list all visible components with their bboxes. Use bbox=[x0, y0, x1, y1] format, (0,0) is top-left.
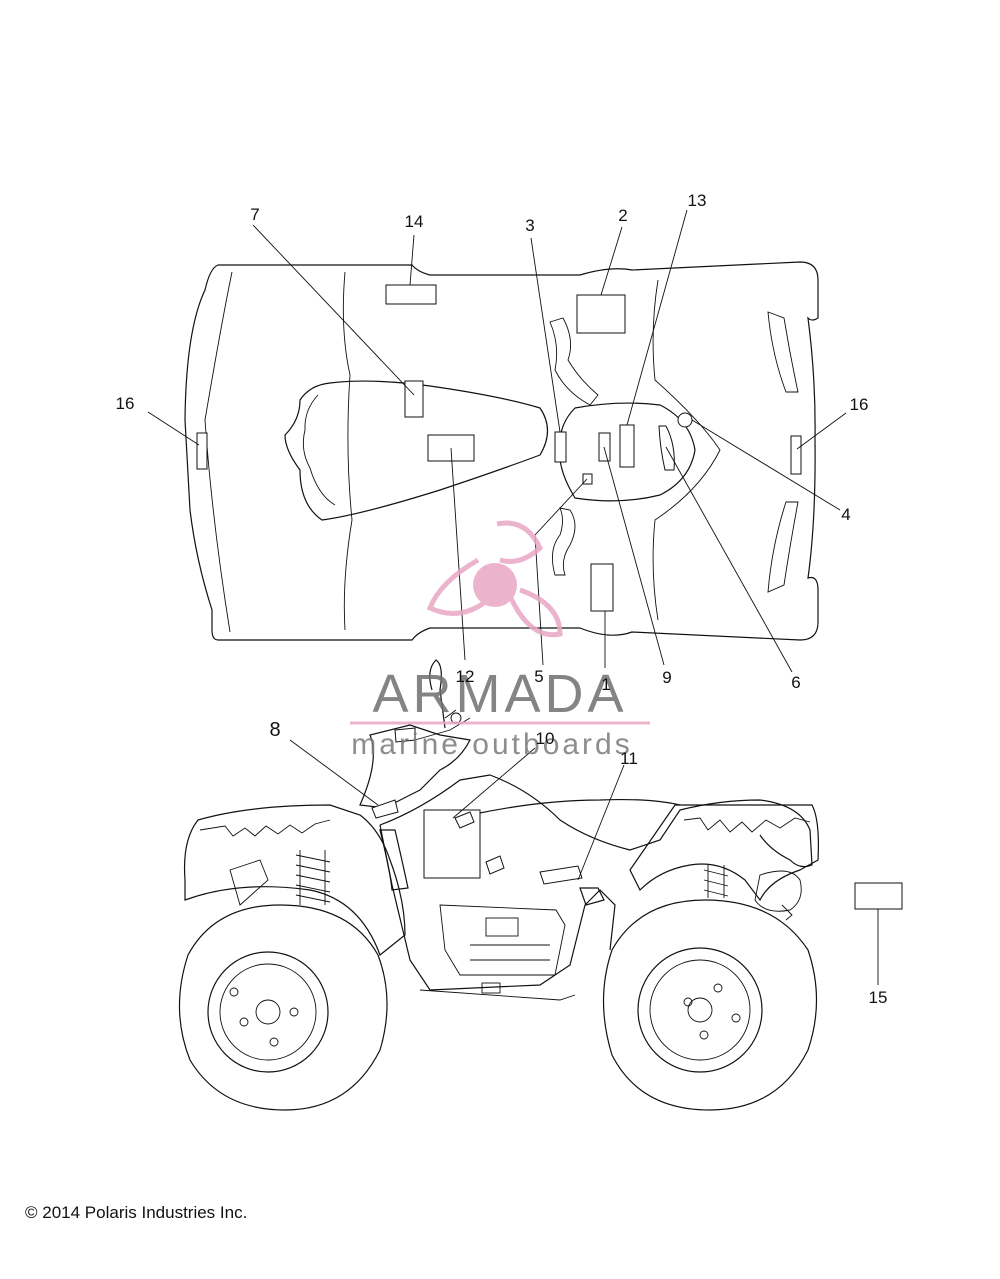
leader-lines bbox=[147, 209, 879, 985]
decal-15 bbox=[854, 882, 903, 910]
watermark: ARMADA marine outboards bbox=[350, 520, 650, 761]
callout-15: 15 bbox=[869, 988, 888, 1007]
callout-2: 2 bbox=[618, 206, 627, 225]
callout-16-left: 16 bbox=[116, 394, 135, 413]
callout-3: 3 bbox=[525, 216, 534, 235]
callout-6: 6 bbox=[791, 673, 800, 692]
callouts: 1 2 3 4 5 6 7 8 9 10 11 12 13 14 15 16 1… bbox=[116, 191, 888, 1007]
callout-5: 5 bbox=[534, 667, 543, 686]
callout-7: 7 bbox=[250, 205, 259, 224]
callout-9: 9 bbox=[662, 668, 671, 687]
propeller-logo-icon bbox=[426, 520, 563, 638]
callout-12: 12 bbox=[456, 667, 475, 686]
callout-4: 4 bbox=[841, 505, 850, 524]
watermark-brand: ARMADA bbox=[372, 664, 627, 724]
callout-10: 10 bbox=[536, 729, 555, 748]
watermark-tagline: marine outboards bbox=[351, 728, 632, 761]
callout-16-right: 16 bbox=[850, 395, 869, 414]
callout-1: 1 bbox=[601, 675, 610, 694]
callout-13: 13 bbox=[688, 191, 707, 210]
callout-14: 14 bbox=[405, 212, 424, 231]
atv-side-view bbox=[178, 659, 819, 1111]
callout-8: 8 bbox=[269, 719, 280, 741]
copyright-notice: © 2014 Polaris Industries Inc. bbox=[25, 1203, 248, 1222]
callout-11: 11 bbox=[620, 749, 638, 768]
